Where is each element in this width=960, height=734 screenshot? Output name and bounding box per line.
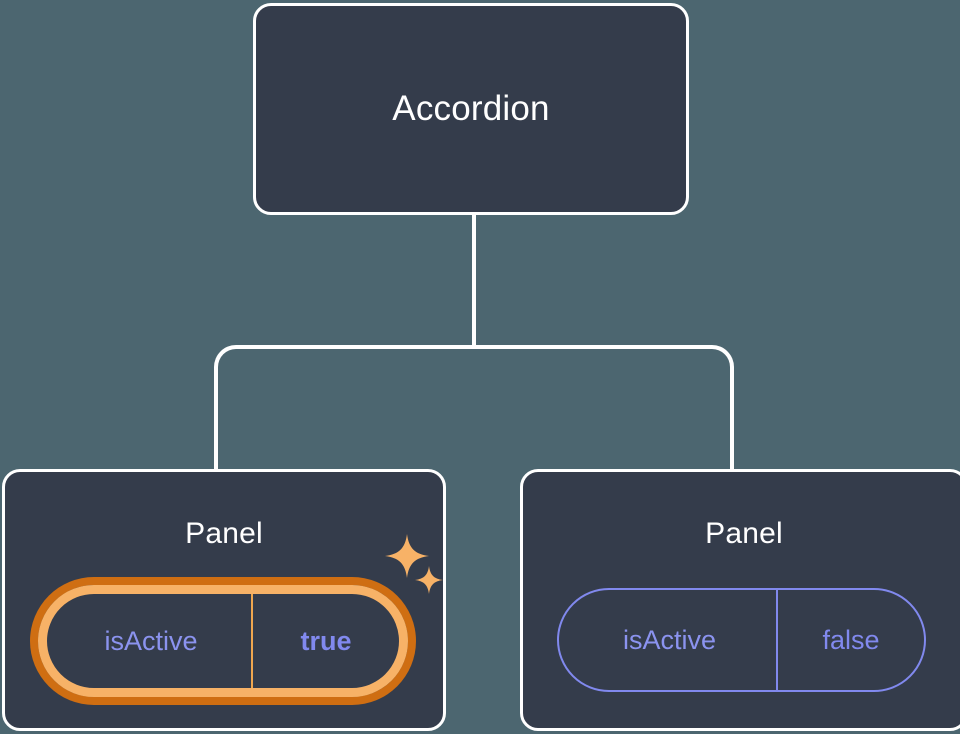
node-accordion[interactable]: Accordion (253, 3, 689, 215)
prop-pill-isactive-true[interactable]: isActive true (38, 585, 408, 697)
prop-value-label: false (776, 590, 924, 690)
node-accordion-title: Accordion (392, 89, 550, 128)
prop-pill-isactive-false[interactable]: isActive false (557, 588, 926, 692)
node-panel-inactive-title: Panel (705, 517, 783, 550)
connector-root-stem (472, 214, 476, 347)
prop-key-label: isActive (104, 625, 198, 656)
connector-branch-bar (214, 345, 734, 475)
node-panel-active-title: Panel (185, 517, 263, 550)
prop-value-label: true (251, 594, 399, 688)
prop-key-label: isActive (622, 624, 717, 655)
